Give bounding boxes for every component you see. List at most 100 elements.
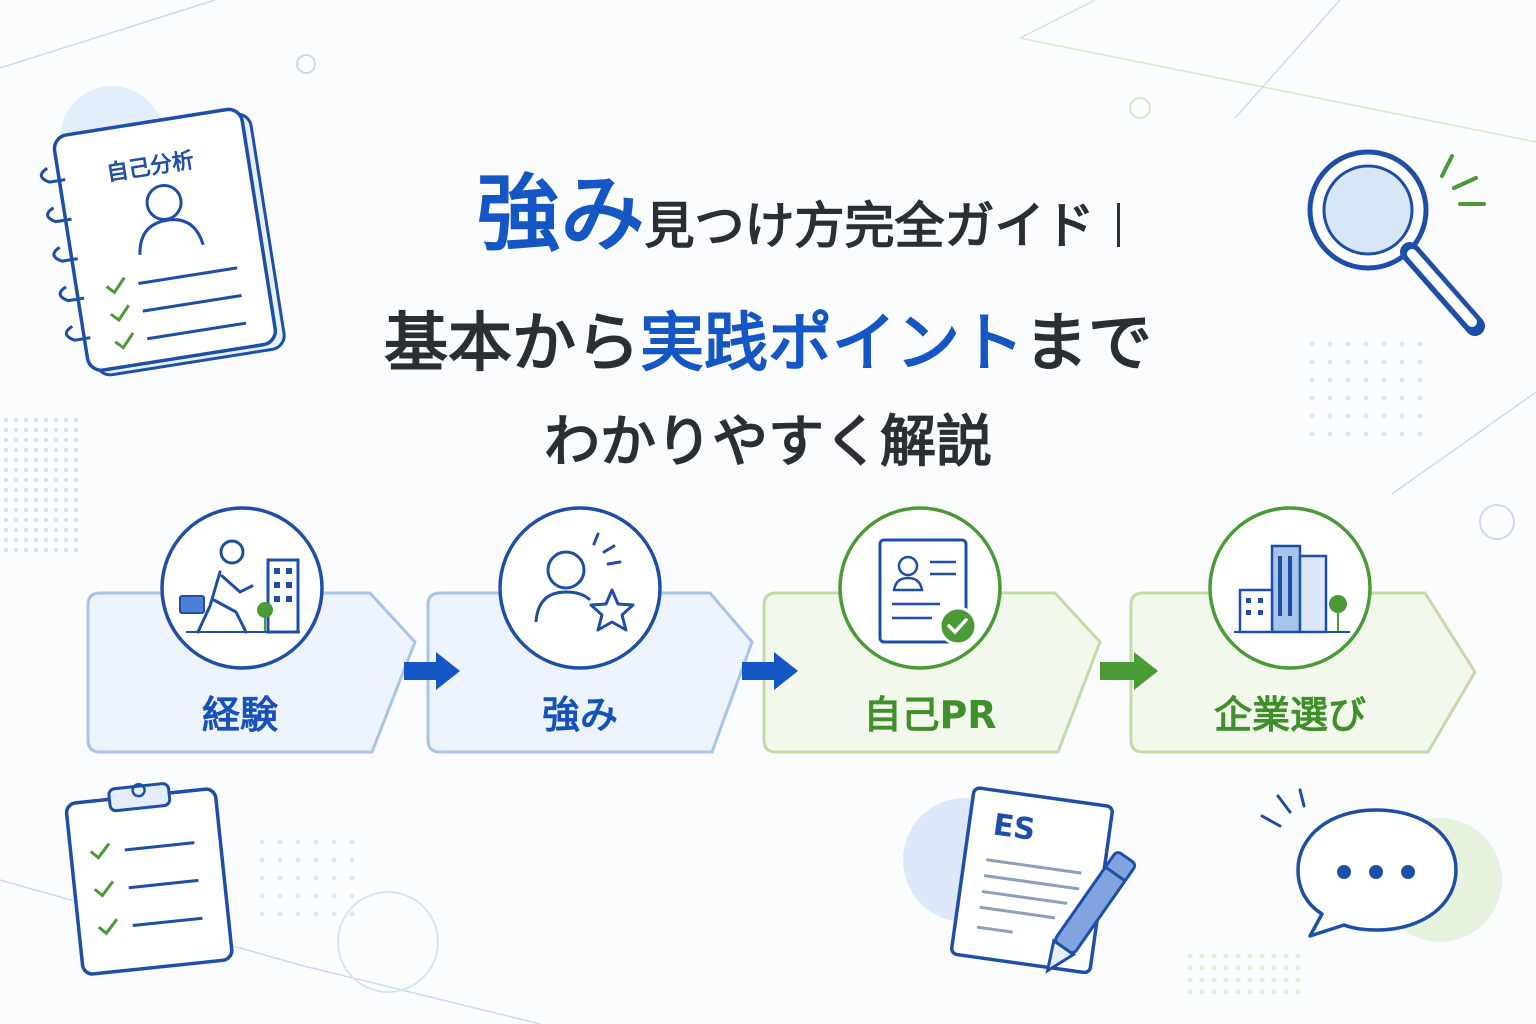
resume-check-icon <box>838 506 1002 670</box>
es-label: ES <box>991 808 1038 849</box>
decor-dot <box>1345 395 1351 401</box>
decor-dot <box>73 527 79 533</box>
decor-dot <box>53 507 59 513</box>
decor-dot <box>259 839 265 845</box>
decor-dot <box>259 911 265 917</box>
decor-dot <box>1381 413 1387 419</box>
decor-dot <box>53 487 59 493</box>
decor-dot <box>73 437 79 443</box>
decor-dot <box>277 893 283 899</box>
decor-dot <box>1327 359 1333 365</box>
decor-dot <box>43 497 49 503</box>
decor-dot <box>13 547 19 553</box>
decor-dot <box>1259 977 1265 983</box>
decor-dot <box>1211 989 1217 995</box>
decor-dot <box>43 437 49 443</box>
decor-dot <box>1235 953 1241 959</box>
decor-dot <box>1309 359 1315 365</box>
title-line-1: 強み見つけ方完全ガイド <box>0 172 1536 256</box>
decor-dot <box>331 839 337 845</box>
decor-dot <box>277 839 283 845</box>
decor-dot <box>43 527 49 533</box>
decor-dot <box>63 427 69 433</box>
decor-dot <box>259 875 265 881</box>
decor-dot <box>1259 965 1265 971</box>
decor-dot <box>1417 377 1423 383</box>
decor-dot <box>63 487 69 493</box>
decor-dot <box>331 911 337 917</box>
chat-bubble-icon <box>1260 788 1458 938</box>
step-label-strength: 強み <box>541 693 618 737</box>
decor-dot <box>1417 395 1423 401</box>
decor-dot <box>23 437 29 443</box>
decor-dot <box>13 477 19 483</box>
decor-dot <box>43 427 49 433</box>
decor-dot <box>1271 965 1277 971</box>
decor-dot <box>53 477 59 483</box>
decor-dot <box>53 547 59 553</box>
decor-dot <box>1199 977 1205 983</box>
decor-dot <box>1235 977 1241 983</box>
decor-dot <box>295 857 301 863</box>
decor-dot <box>1309 431 1315 437</box>
decor-dot <box>1363 413 1369 419</box>
decor-dot <box>63 507 69 513</box>
decor-dot <box>53 437 59 443</box>
decor-dot <box>259 857 265 863</box>
step-panel-2 <box>426 591 754 754</box>
decor-dot <box>33 447 39 453</box>
step-panel-4 <box>1129 591 1477 754</box>
decor-dot <box>13 497 19 503</box>
decor-dot <box>1199 965 1205 971</box>
decor-dot <box>23 497 29 503</box>
decor-dot <box>3 447 9 453</box>
decor-dot <box>53 427 59 433</box>
decor-dot <box>33 527 39 533</box>
decor-dot <box>43 457 49 463</box>
decor-dot <box>23 447 29 453</box>
decor-dot <box>1259 989 1265 995</box>
decor-dot <box>13 417 19 423</box>
decor-dot <box>73 497 79 503</box>
decor-dot <box>13 427 19 433</box>
decor-dot <box>1309 377 1315 383</box>
decor-dot <box>3 457 9 463</box>
decor-dot <box>1363 359 1369 365</box>
title-accent-strength: 強み <box>476 165 645 263</box>
decor-dot <box>1327 341 1333 347</box>
decor-dot <box>1187 989 1193 995</box>
decor-dot <box>3 427 9 433</box>
decor-dot <box>43 417 49 423</box>
decor-dot <box>13 437 19 443</box>
decor-dot <box>33 487 39 493</box>
buildings-icon <box>1208 506 1372 670</box>
decor-dot <box>1399 413 1405 419</box>
decor-dot <box>1363 395 1369 401</box>
pen-icon <box>1045 851 1137 974</box>
decor-dot <box>1211 965 1217 971</box>
arrow-icon-1 <box>404 652 460 690</box>
title-accent-practice: 実践ポイント <box>640 307 1024 381</box>
decor-dot <box>1399 377 1405 383</box>
decor-dot <box>1381 431 1387 437</box>
decor-dot <box>13 447 19 453</box>
title-separator <box>1116 203 1120 247</box>
decor-dot <box>73 477 79 483</box>
decor-dot <box>23 517 29 523</box>
decor-dot <box>3 417 9 423</box>
decor-dot <box>1211 977 1217 983</box>
decor-dot <box>63 497 69 503</box>
decor-dot <box>53 457 59 463</box>
decor-dot <box>73 547 79 553</box>
decor-dot <box>33 497 39 503</box>
decor-dot <box>1309 413 1315 419</box>
decor-dot <box>13 457 19 463</box>
decor-dot <box>1295 965 1301 971</box>
decor-dot <box>1381 341 1387 347</box>
decor-dot <box>43 477 49 483</box>
background-circles <box>296 54 1515 993</box>
decor-dot <box>3 437 9 443</box>
step-panel-3 <box>762 591 1102 754</box>
decor-dot <box>33 437 39 443</box>
